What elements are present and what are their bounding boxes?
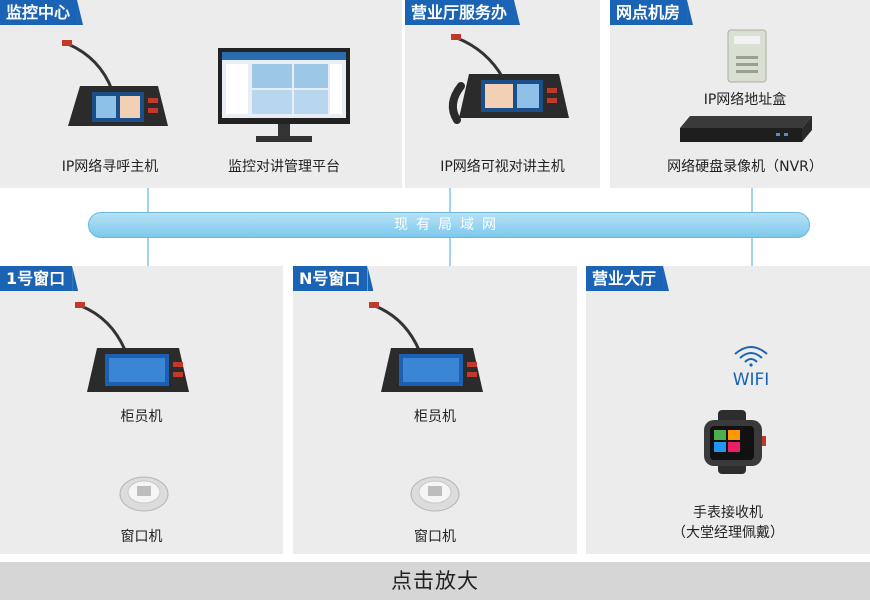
wifi-icon xyxy=(734,346,768,367)
tag-business-hall: 营业大厅 xyxy=(586,266,664,291)
tag-monitor-center: 监控中心 xyxy=(0,0,78,25)
nvr-icon xyxy=(680,116,812,142)
tag-window-1: 1号窗口 xyxy=(0,266,73,291)
video-intercom-host-icon xyxy=(448,34,569,124)
panel-business-office: 营业厅服务办 IP网络可视对讲主机 xyxy=(405,0,600,188)
panel-window-1: 1号窗口 柜员机 窗口机 xyxy=(0,266,283,554)
panel-network-room: 网点机房 IP网络地址盒 网络硬盘录像机（NVR） xyxy=(610,0,870,188)
label-teller-n: 柜员机 xyxy=(414,409,456,425)
tag-network-room: 网点机房 xyxy=(610,0,688,25)
zoom-bar[interactable]: 点击放大 xyxy=(0,562,870,600)
label-window-intercom-1: 窗口机 xyxy=(120,529,163,545)
address-box-icon xyxy=(727,29,767,83)
teller-terminal-icon xyxy=(75,302,189,392)
window-intercom-icon xyxy=(410,476,460,512)
monitor-icon xyxy=(218,48,350,142)
label-watch-wearer: （大堂经理佩戴） xyxy=(672,525,784,541)
window-intercom-icon xyxy=(119,476,169,512)
label-video-intercom-host: IP网络可视对讲主机 xyxy=(440,159,565,175)
label-address-box: IP网络地址盒 xyxy=(703,92,787,108)
label-teller-1: 柜员机 xyxy=(120,409,163,425)
lan-bar: 现有局域网 xyxy=(88,212,810,238)
watch-receiver-icon xyxy=(704,410,766,474)
panel-window-n: N号窗口 柜员机 窗口机 xyxy=(293,266,577,554)
paging-host-icon xyxy=(62,40,168,126)
wifi-label: WIFI xyxy=(732,370,770,390)
zoom-label[interactable]: 点击放大 xyxy=(391,569,479,593)
label-nvr: 网络硬盘录像机（NVR） xyxy=(667,159,823,175)
lan-label: 现有局域网 xyxy=(394,217,504,233)
teller-terminal-icon xyxy=(369,302,483,392)
label-paging-host: IP网络寻呼主机 xyxy=(61,159,159,175)
tag-business-office: 营业厅服务办 xyxy=(405,0,515,25)
label-management-platform: 监控对讲管理平台 xyxy=(228,159,340,175)
label-window-intercom-n: 窗口机 xyxy=(414,529,456,545)
label-watch-receiver: 手表接收机 xyxy=(693,505,763,521)
tag-window-n: N号窗口 xyxy=(293,266,368,291)
panel-monitor-center: 监控中心 IP网络寻呼主机 监控对讲管理平台 xyxy=(0,0,402,188)
panel-business-hall: 营业大厅 WIFI 手表接收机 （大堂经理佩戴） xyxy=(586,266,870,554)
